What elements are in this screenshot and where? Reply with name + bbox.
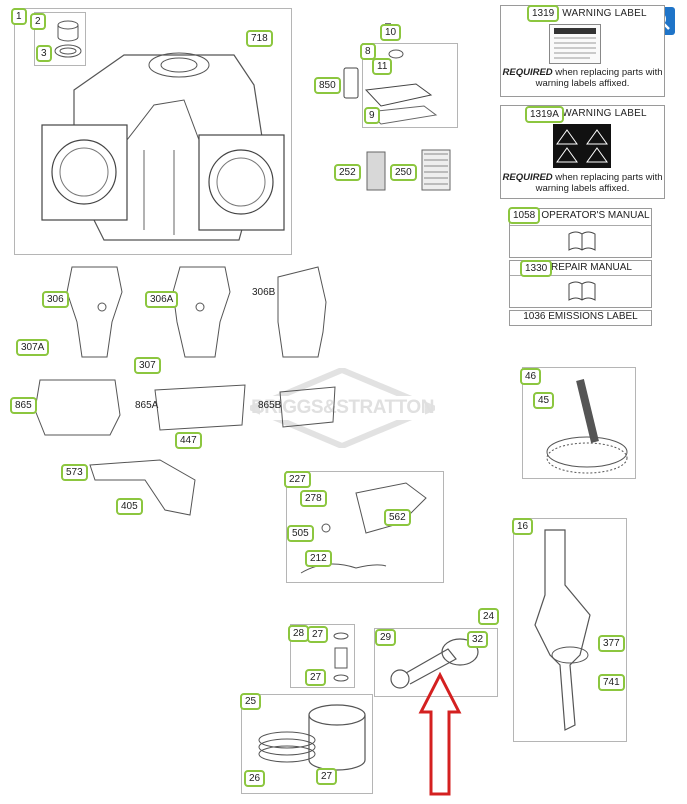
blower-housing-306-drawing[interactable]: [62, 262, 132, 362]
part-tag-252[interactable]: 252: [334, 164, 361, 181]
part-tag-307[interactable]: 307: [134, 357, 161, 374]
part-tag-405[interactable]: 405: [116, 498, 143, 515]
part-tag-24[interactable]: 24: [478, 608, 500, 625]
part-tag-865[interactable]: 865: [10, 397, 37, 414]
blower-housing-306b-drawing[interactable]: [268, 262, 338, 362]
part-tag-3[interactable]: 3: [36, 45, 52, 62]
emissions-label-card[interactable]: 1036 EMISSIONS LABEL: [509, 310, 652, 326]
book-icon: [568, 231, 596, 251]
part-tag-46[interactable]: 46: [520, 368, 542, 385]
warning-text: REQUIRED when replacing parts with warni…: [502, 172, 663, 194]
part-tag-1319[interactable]: 1319: [527, 5, 560, 22]
part-label-306b[interactable]: 306B: [252, 287, 276, 298]
piston-pin-drawing[interactable]: [330, 628, 352, 686]
filter-block-drawing[interactable]: [364, 148, 388, 194]
brand-watermark: BRIGGS&STRATTON: [250, 368, 435, 448]
blower-housing-306a-drawing[interactable]: [165, 262, 235, 362]
crankshaft-panel: [513, 518, 627, 742]
part-tag-32[interactable]: 32: [467, 631, 489, 648]
part-tag-45[interactable]: 45: [533, 392, 555, 409]
part-tag-573[interactable]: 573: [61, 464, 88, 481]
part-tag-377[interactable]: 377: [598, 635, 625, 652]
part-tag-278[interactable]: 278: [300, 490, 327, 507]
manual-title: OPERATOR'S MANUAL: [541, 210, 650, 221]
part-tag-1[interactable]: 1: [11, 8, 27, 25]
baffle-865b-drawing[interactable]: [275, 382, 340, 432]
manual-title: REPAIR MANUAL: [551, 262, 632, 273]
emissions-label-title: 1036 EMISSIONS LABEL: [523, 311, 638, 322]
part-tag-26[interactable]: 26: [244, 770, 266, 787]
part-tag-1330[interactable]: 1330: [520, 260, 553, 277]
part-tag-250[interactable]: 250: [390, 164, 417, 181]
warning-symbols-image: [553, 124, 611, 168]
part-tag-1319a[interactable]: 1319A: [525, 106, 564, 123]
crankshaft-drawing[interactable]: [520, 525, 620, 735]
backplate-drawing[interactable]: [85, 455, 205, 525]
part-tag-27b[interactable]: 27: [305, 669, 327, 686]
part-tag-306[interactable]: 306: [42, 291, 69, 308]
warning-label-title: WARNING LABEL: [562, 8, 647, 19]
watermark-text: BRIGGS&STRATTON: [251, 397, 434, 418]
warning-text: REQUIRED when replacing parts with warni…: [502, 67, 663, 89]
part-tag-10[interactable]: 10: [380, 24, 402, 41]
breather-drawing[interactable]: [336, 40, 456, 130]
filter-mesh-drawing[interactable]: [418, 146, 454, 194]
baffle-865a-drawing[interactable]: [150, 380, 250, 435]
part-tag-306a[interactable]: 306A: [145, 291, 179, 308]
part-tag-741[interactable]: 741: [598, 674, 625, 691]
baffle-865-drawing[interactable]: [30, 375, 125, 440]
part-label-865b[interactable]: 865B: [258, 400, 282, 411]
part-tag-29[interactable]: 29: [375, 629, 397, 646]
operators-manual-card: OPERATOR'S MANUAL: [509, 208, 652, 258]
part-tag-27a[interactable]: 27: [307, 626, 329, 643]
warning-sticker-image: [549, 24, 601, 64]
part-tag-447[interactable]: 447: [175, 432, 202, 449]
part-tag-27c[interactable]: 27: [316, 768, 338, 785]
engine-block-drawing[interactable]: [34, 30, 289, 250]
part-tag-307a[interactable]: 307A: [16, 339, 50, 356]
part-tag-505[interactable]: 505: [287, 525, 314, 542]
part-tag-16[interactable]: 16: [512, 518, 534, 535]
book-icon: [568, 281, 596, 301]
part-tag-718[interactable]: 718: [246, 30, 273, 47]
warning-label-1319-card: WARNING LABEL REQUIRED when replacing pa…: [500, 5, 665, 97]
part-tag-212[interactable]: 212: [305, 550, 332, 567]
part-tag-25[interactable]: 25: [240, 693, 262, 710]
piston-rings-drawing[interactable]: [252, 700, 367, 788]
part-tag-850[interactable]: 850: [314, 77, 341, 94]
part-tag-562[interactable]: 562: [384, 509, 411, 526]
camshaft-drawing[interactable]: [525, 372, 633, 476]
part-tag-227[interactable]: 227: [284, 471, 311, 488]
part-label-865a[interactable]: 865A: [135, 400, 159, 411]
part-tag-8[interactable]: 8: [360, 43, 376, 60]
connecting-rod-drawing[interactable]: [378, 634, 493, 692]
part-tag-28[interactable]: 28: [288, 625, 310, 642]
warning-label-1319a-card: WARNING LABEL REQUIRED when replacing pa…: [500, 105, 665, 199]
part-tag-9[interactable]: 9: [364, 107, 380, 124]
bearing-panel: [34, 12, 86, 66]
part-tag-2[interactable]: 2: [30, 13, 46, 30]
part-tag-11[interactable]: 11: [372, 58, 393, 75]
warning-label-title: WARNING LABEL: [562, 108, 647, 119]
red-arrow-annotation: [418, 672, 462, 798]
part-tag-1058[interactable]: 1058: [508, 207, 541, 224]
